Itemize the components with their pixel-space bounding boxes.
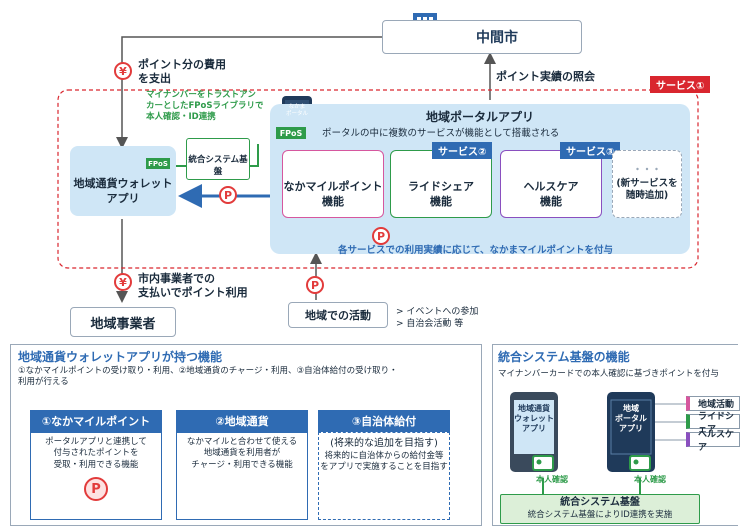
phone-label: なかま ポータル bbox=[285, 104, 308, 117]
new-service-dots: ・・・ bbox=[632, 164, 662, 176]
feature-mile-line2: 付与されたポイントを bbox=[53, 448, 139, 459]
phone1-label: 地域通貨 ウォレット アプリ bbox=[514, 404, 554, 434]
system-base-desc: 統合システム基盤によりID連携を実施 bbox=[527, 509, 673, 520]
system-features-title: 統合システム基盤の機能 bbox=[498, 350, 630, 364]
point-icon-portal: P bbox=[372, 227, 390, 245]
wallet-features-desc-line2: 利用が行える bbox=[18, 377, 69, 388]
phone1-line1: 地域通貨 bbox=[518, 404, 550, 413]
portal-bottom-note: 各サービスでの利用実績に応じて、なかまマイルポイントを付与 bbox=[338, 245, 614, 256]
trust-line1: マイナンバーをトラストアン bbox=[146, 90, 256, 100]
usage-label: 市内事業者での 支払いでポイント利用 bbox=[138, 272, 248, 301]
service-ride-line1: ライドシェア bbox=[408, 180, 474, 194]
feature-mile-line3: 受取・利用できる機能 bbox=[53, 459, 139, 470]
feature-head-mile: ①なかマイルポイント bbox=[30, 410, 162, 432]
trust-label: マイナンバーをトラストアン カーとしたFPoSライブラリで 本人確認・ID連携 bbox=[146, 90, 264, 123]
point-icon-feature: P bbox=[84, 477, 108, 502]
system-features-desc: マイナンバーカードでの本人確認に基づきポイントを付与 bbox=[498, 369, 719, 379]
service-health-line1: ヘルスケア bbox=[523, 180, 579, 194]
business-box: 地域事業者 bbox=[70, 307, 176, 337]
point-icon-transfer: P bbox=[219, 186, 237, 204]
business-label: 地域事業者 bbox=[90, 316, 156, 332]
activity-item-2: > 自治会活動 等 bbox=[396, 319, 464, 330]
feature-head-benefit: ③自治体給付 bbox=[318, 410, 450, 432]
service-mile-line2: 機能 bbox=[322, 195, 344, 208]
service2-tag: サービス② bbox=[432, 142, 493, 159]
yen-icon-2: ¥ bbox=[114, 273, 132, 291]
integrated-system-box: 統合システム基盤 bbox=[186, 138, 250, 180]
wallet-features-panel bbox=[10, 344, 482, 526]
system-item-healthcare: ヘルスケア bbox=[686, 430, 740, 453]
id-check-label-1: 本人確認 bbox=[536, 475, 568, 484]
id-card-icon-2 bbox=[532, 455, 554, 471]
id-check-label-2: 本人確認 bbox=[634, 475, 666, 484]
phone1-line2: ウォレット bbox=[514, 414, 554, 423]
wallet-box[interactable]: 地域通貨ウォレット アプリ bbox=[70, 146, 176, 216]
activity-item-2-text: 自治会活動 等 bbox=[406, 319, 464, 330]
wallet-features-desc-line1: ①なかマイルポイントの受け取り・利用、②地域通貨のチャージ・利用、③自治体給付の… bbox=[18, 366, 398, 376]
usage-line2: 支払いでポイント利用 bbox=[138, 286, 248, 300]
wallet-line2: アプリ bbox=[106, 192, 140, 205]
wallet-features-desc: ①なかマイルポイントの受け取り・利用、②地域通貨のチャージ・利用、③自治体給付の… bbox=[18, 366, 398, 389]
phone1-line3: アプリ bbox=[522, 424, 546, 433]
service-health-line2: 機能 bbox=[540, 195, 562, 208]
service-new-line2: 随時追加) bbox=[625, 190, 669, 202]
service-mile-line1: なかマイルポイント bbox=[283, 180, 383, 194]
fpos-badge-wallet: FPoS bbox=[146, 158, 170, 169]
trust-line2: カーとしたFPoSライブラリで bbox=[146, 101, 264, 112]
id-card-icon-3 bbox=[629, 455, 651, 471]
usage-line1: 市内事業者での bbox=[138, 272, 215, 285]
feature-benefit-line2: 将来的に自治体からの給付金等 bbox=[324, 450, 444, 461]
wallet-line1: 地域通貨ウォレット bbox=[73, 177, 173, 191]
yen-icon: ¥ bbox=[114, 62, 132, 80]
phone-icon-portal bbox=[607, 392, 655, 472]
wallet-features-title: 地域通貨ウォレットアプリが持つ機能 bbox=[18, 350, 223, 364]
feature-benefit-line1: (将来的な追加を目指す) bbox=[330, 438, 438, 449]
city-name: 中間市 bbox=[476, 30, 518, 46]
phone2-label: 地域 ポータル アプリ bbox=[611, 404, 651, 434]
activity-box: 地域での活動 bbox=[288, 302, 388, 328]
phone-icon-wallet bbox=[510, 392, 558, 472]
feature-mile-line1: ポータルアプリと連携して bbox=[45, 437, 147, 447]
portal-title: 地域ポータルアプリ bbox=[426, 110, 535, 124]
results-query-label: ポイント実績の照会 bbox=[496, 70, 595, 83]
service-card-mile[interactable]: なかマイルポイント 機能 bbox=[282, 150, 384, 218]
expense-line1: ポイント分の費用 bbox=[138, 58, 226, 71]
activity-label: 地域での活動 bbox=[305, 309, 371, 322]
feature-benefit-line3: をアプリで実施することを目指す bbox=[320, 461, 448, 472]
expense-label: ポイント分の費用 を支出 bbox=[138, 58, 226, 87]
feature-body-mile: ポータルアプリと連携して 付与されたポイントを 受取・利用できる機能 P bbox=[30, 432, 162, 520]
feature-currency-line2: 地域通貨を利用者が bbox=[203, 448, 281, 459]
activity-items: > イベントへの参加 > 自治会活動 等 bbox=[396, 306, 478, 330]
trust-line3: 本人確認・ID連携 bbox=[146, 112, 216, 123]
city-box: 中間市 bbox=[382, 20, 582, 54]
feature-body-currency: なかマイルと合わせて使える 地域通貨を利用者が チャージ・利用できる機能 bbox=[176, 432, 308, 520]
system-item-activity: 地域活動 bbox=[686, 396, 740, 411]
feature-currency-line3: チャージ・利用できる機能 bbox=[191, 459, 293, 470]
system-base-box: 統合システム基盤 統合システム基盤によりID連携を実施 bbox=[500, 494, 700, 524]
system-base-title: 統合システム基盤 bbox=[560, 497, 640, 509]
phone2-line1: 地域 bbox=[623, 404, 639, 413]
activity-item-1-text: イベントへの参加 bbox=[406, 307, 479, 317]
fpos-badge-portal: FPoS bbox=[276, 127, 306, 139]
expense-line2: を支出 bbox=[138, 72, 171, 86]
phone2-line3: アプリ bbox=[619, 424, 643, 433]
feature-currency-line1: なかマイルと合わせて使える bbox=[186, 437, 298, 447]
phone2-line2: ポータル bbox=[615, 414, 647, 423]
portal-subtitle: ポータルの中に複数のサービスが機能として搭載される bbox=[322, 128, 560, 139]
feature-body-benefit: (将来的な追加を目指す) 将来的に自治体からの給付金等 をアプリで実施することを… bbox=[318, 432, 450, 520]
service-new-line1: (新サービスを bbox=[616, 177, 678, 189]
system-features-panel bbox=[492, 344, 738, 526]
service-ride-line2: 機能 bbox=[430, 195, 452, 208]
activity-item-1: > イベントへの参加 bbox=[396, 307, 479, 317]
integrated-system-label: 統合システム基盤 bbox=[188, 155, 248, 177]
service3-tag: サービス③ bbox=[560, 142, 621, 159]
service-card-healthcare[interactable]: ヘルスケア 機能 bbox=[500, 150, 602, 218]
service-card-new[interactable]: ・・・ (新サービスを 随時追加) bbox=[612, 150, 682, 218]
service-card-rideshare[interactable]: ライドシェア 機能 bbox=[390, 150, 492, 218]
feature-head-currency: ②地域通貨 bbox=[176, 410, 308, 432]
service1-tag: サービス① bbox=[650, 76, 711, 93]
point-icon-activity: P bbox=[306, 276, 324, 294]
